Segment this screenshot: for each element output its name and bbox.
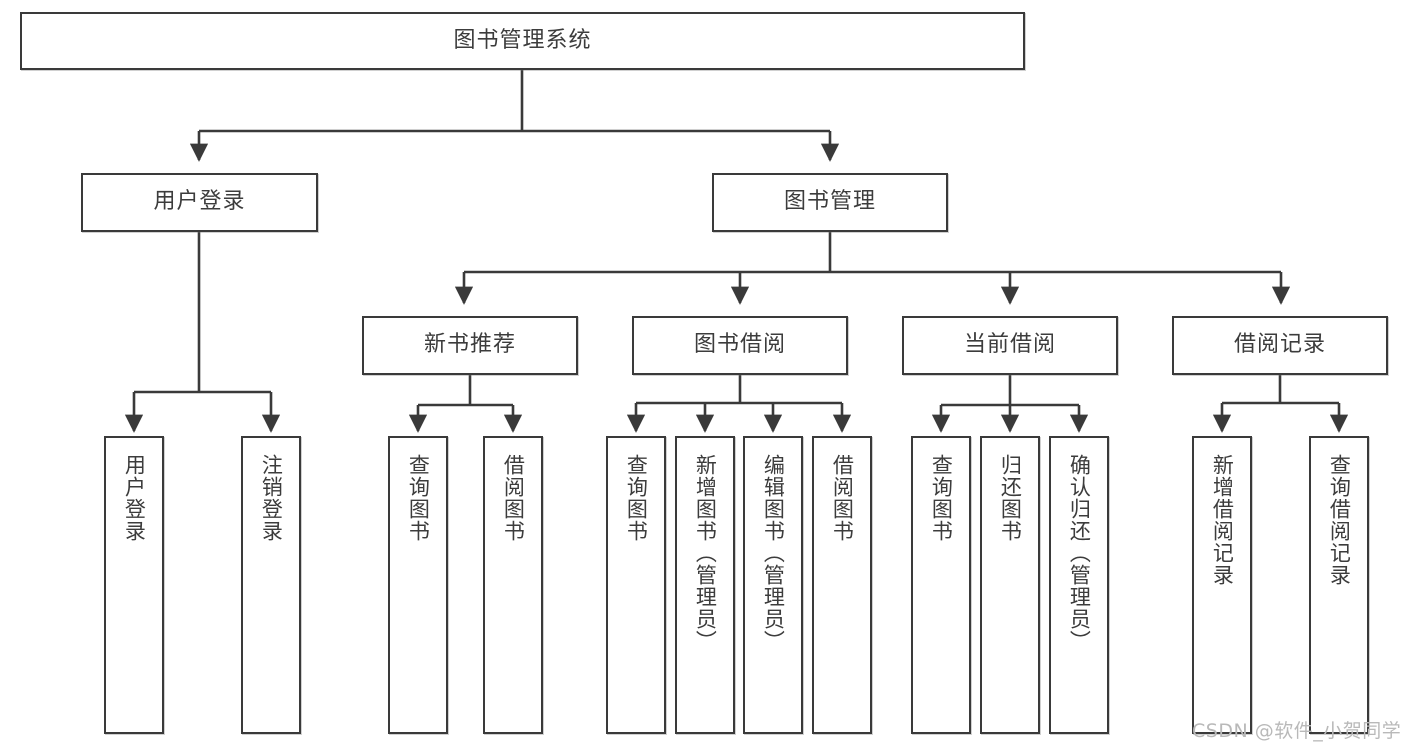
leaf-label: 借阅图书	[501, 454, 526, 542]
leaf-label: 查询借阅记录	[1327, 454, 1352, 586]
node-user-login[interactable]: 用户登录	[81, 173, 318, 232]
leaf-new-book-query-book[interactable]: 查询图书	[388, 436, 448, 734]
leaf-label: 查询图书	[406, 454, 431, 542]
leaf-book-borrow-borrow-book[interactable]: 借阅图书	[812, 436, 872, 734]
leaf-label: 借阅图书	[830, 454, 855, 542]
csdn-watermark: CSDN @软件_小贺同学	[1192, 720, 1402, 742]
leaf-label: 确认归还（管理员）	[1067, 454, 1092, 652]
leaf-label: 查询图书	[624, 454, 649, 542]
leaf-current-borrow-confirm-return-admin[interactable]: 确认归还（管理员）	[1049, 436, 1109, 734]
leaf-current-borrow-return-book[interactable]: 归还图书	[980, 436, 1040, 734]
node-current-borrow-label: 当前借阅	[963, 332, 1056, 358]
node-book-management-label: 图书管理	[783, 189, 876, 215]
node-book-borrow-label: 图书借阅	[693, 332, 786, 358]
leaf-user-login-login[interactable]: 用户登录	[104, 436, 164, 734]
node-user-login-label: 用户登录	[153, 189, 246, 215]
leaf-current-borrow-query-book[interactable]: 查询图书	[911, 436, 971, 734]
leaf-label: 注销登录	[259, 454, 284, 542]
leaf-new-book-borrow-book[interactable]: 借阅图书	[483, 436, 543, 734]
node-new-book-recommend[interactable]: 新书推荐	[362, 316, 578, 375]
leaf-label: 归还图书	[998, 454, 1023, 542]
node-borrow-record[interactable]: 借阅记录	[1172, 316, 1388, 375]
leaf-borrow-record-add-record[interactable]: 新增借阅记录	[1192, 436, 1252, 734]
node-borrow-record-label: 借阅记录	[1233, 332, 1326, 358]
node-new-book-recommend-label: 新书推荐	[423, 332, 516, 358]
node-book-management[interactable]: 图书管理	[712, 173, 948, 232]
leaf-book-borrow-add-book-admin[interactable]: 新增图书（管理员）	[675, 436, 735, 734]
leaf-borrow-record-query-record[interactable]: 查询借阅记录	[1309, 436, 1369, 734]
leaf-label: 查询图书	[929, 454, 954, 542]
node-root-label: 图书管理系统	[453, 27, 592, 53]
leaf-book-borrow-query-book[interactable]: 查询图书	[606, 436, 666, 734]
leaf-label: 新增图书（管理员）	[693, 454, 718, 652]
leaf-book-borrow-edit-book-admin[interactable]: 编辑图书（管理员）	[743, 436, 803, 734]
node-current-borrow[interactable]: 当前借阅	[902, 316, 1118, 375]
node-book-borrow[interactable]: 图书借阅	[632, 316, 848, 375]
node-root[interactable]: 图书管理系统	[20, 12, 1025, 70]
leaf-label: 新增借阅记录	[1210, 454, 1235, 586]
leaf-label: 用户登录	[122, 454, 147, 542]
leaf-user-login-logout[interactable]: 注销登录	[241, 436, 301, 734]
leaf-label: 编辑图书（管理员）	[761, 454, 786, 652]
